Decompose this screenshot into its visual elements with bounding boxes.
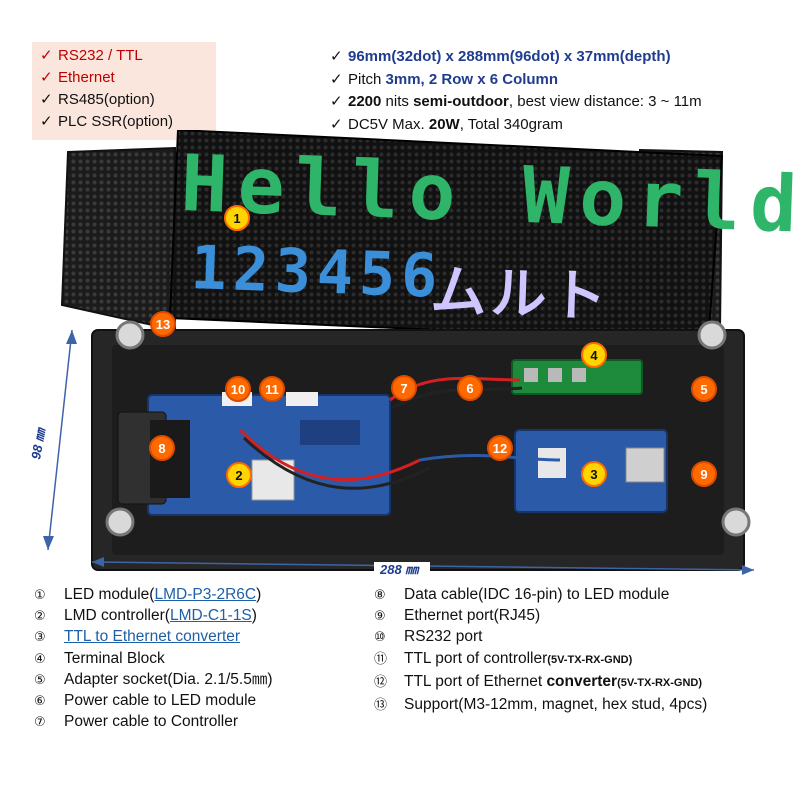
svg-text:1: 1 [233,211,240,226]
feature-rs485: ✓RS485(option) [40,89,216,111]
check-icon: ✓ [330,115,343,133]
feature-plc-ssr: ✓PLC SSR(option) [40,111,216,133]
check-icon: ✓ [330,93,343,110]
svg-text:8: 8 [158,441,165,456]
callout-1: 1 [224,205,250,231]
svg-text:7: 7 [400,381,407,396]
display-text-bottom-right: ムルト [430,259,612,330]
ttl-ethernet-link[interactable]: TTL to Ethernet converter [64,628,241,646]
callout-8: 8 [149,435,175,461]
spec-brightness: ✓2200 nits semi-outdoor, best view dista… [330,91,800,114]
height-label: 98 ㎜ [28,425,49,460]
callout-10: 10 [225,376,251,402]
feature-list: ✓RS232 / TTL ✓Ethernet ✓RS485(option) ✓P… [32,42,216,140]
width-label: 288 ㎜ [379,562,420,577]
spec-list: ✓96mm(32dot) x 288mm(96dot) x 37mm(depth… [330,46,800,136]
svg-text:9: 9 [700,467,707,482]
lmd-p3-link[interactable]: LMD-P3-2R6C [154,586,257,603]
dimension-height: 98 ㎜ [28,329,77,551]
led-panel-front: Hello World 123456 ムルト [168,130,806,344]
spec-pitch: ✓Pitch 3mm, 2 Row x 6 Column [330,69,800,92]
check-icon: ✓ [40,69,53,86]
data-cable [117,411,190,505]
svg-text:10: 10 [231,382,245,397]
support-magnet [721,507,751,537]
callout-3: 3 [581,461,607,487]
dimension-width: 288 ㎜ [91,557,755,578]
support-magnet [115,320,145,350]
lmd-c1-link[interactable]: LMD-C1-1S [169,607,252,625]
callout-5: 5 [691,376,717,402]
product-illustration: Hello World 123456 ムルト [28,130,806,578]
callout-4: 4 [581,342,607,368]
spec-dimensions: ✓96mm(32dot) x 288mm(96dot) x 37mm(depth… [330,46,800,69]
svg-text:5: 5 [700,382,707,397]
display-text-bottom: 123456 [189,233,444,312]
svg-text:6: 6 [466,381,473,396]
callout-12: 12 [487,435,513,461]
callout-7: 7 [391,375,417,401]
callout-6: 6 [457,375,483,401]
check-icon: ✓ [40,113,53,130]
svg-text:12: 12 [493,441,507,456]
svg-text:13: 13 [156,317,170,332]
support-magnet [697,320,727,350]
feature-rs232: ✓RS232 / TTL [40,45,216,67]
svg-text:11: 11 [265,382,279,397]
callout-11: 11 [259,376,285,402]
svg-text:4: 4 [590,348,598,363]
display-text-top: Hello World [179,139,806,251]
callouts: 1 2 3 4 5 6 7 8 9 10 11 12 13 [149,205,717,488]
svg-text:3: 3 [590,467,597,482]
check-icon: ✓ [330,48,343,65]
callout-13: 13 [150,311,176,337]
svg-text:2: 2 [235,468,242,483]
check-icon: ✓ [330,70,343,88]
check-icon: ✓ [40,91,53,108]
support-magnet [105,507,135,537]
product-photo: Hello World 123456 ムルト [0,130,806,585]
spec-power: ✓DC5V Max. 20W, Total 340gram [330,114,800,137]
callout-2: 2 [226,462,252,488]
check-icon: ✓ [40,47,53,64]
feature-ethernet: ✓Ethernet [40,67,216,89]
terminal-block [511,359,643,395]
callout-9: 9 [691,461,717,487]
